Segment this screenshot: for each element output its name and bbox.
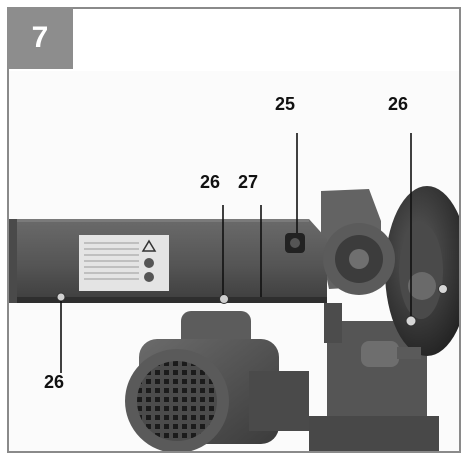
callout-leader-lines bbox=[60, 133, 412, 373]
screw-center bbox=[219, 294, 229, 304]
arm-edge bbox=[9, 219, 309, 222]
machine-base bbox=[309, 416, 439, 451]
sanding-belt bbox=[9, 297, 327, 303]
machine-photo bbox=[9, 71, 459, 451]
wheel-hub bbox=[399, 223, 443, 319]
idler-hub bbox=[408, 272, 436, 300]
warning-triangle-icon bbox=[141, 239, 157, 252]
callout-26-center: 26 bbox=[200, 172, 221, 192]
belt-grinder-illustration bbox=[9, 71, 459, 451]
warning-label-text-lines bbox=[84, 242, 139, 280]
motor-mount bbox=[249, 371, 309, 431]
callout-25: 25 bbox=[275, 94, 296, 114]
motor-fan-grille bbox=[137, 361, 217, 441]
arm-end bbox=[9, 219, 17, 303]
ear-protection-icon bbox=[144, 272, 154, 282]
safety-goggles-icon bbox=[144, 258, 154, 268]
pulley-center bbox=[349, 249, 369, 269]
screw-right bbox=[405, 315, 417, 327]
image-frame bbox=[7, 7, 461, 453]
support-post bbox=[324, 303, 342, 343]
tracking-knob-cap bbox=[290, 238, 300, 248]
clamp-handle bbox=[397, 347, 421, 359]
screw-right-upper bbox=[438, 284, 448, 294]
clamp-lever bbox=[361, 341, 399, 367]
callout-27: 27 bbox=[238, 172, 259, 192]
callout-26-bottom-left: 26 bbox=[44, 372, 65, 392]
screw-left bbox=[56, 292, 66, 302]
callout-26-top-right: 26 bbox=[388, 94, 409, 114]
figure-number-badge: 7 bbox=[7, 7, 73, 69]
